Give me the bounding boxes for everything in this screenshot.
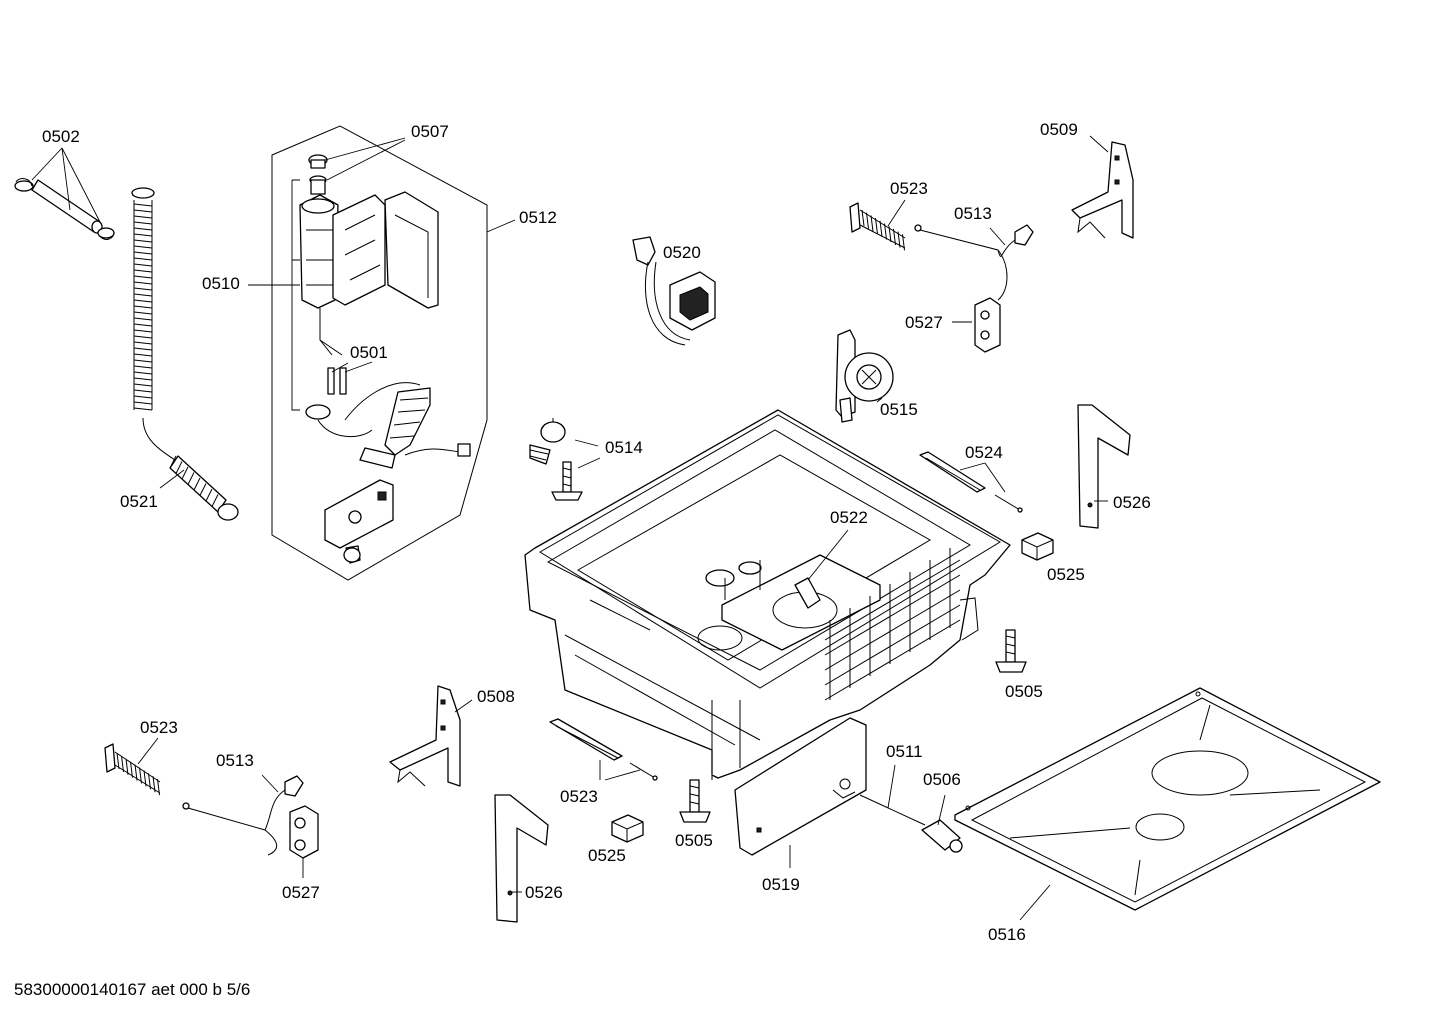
- label-0515: 0515: [880, 400, 918, 419]
- part-0521-drain-hose[interactable]: [131, 187, 239, 521]
- label-0509: 0509: [1040, 120, 1078, 139]
- part-0526-left-panel[interactable]: [494, 794, 549, 923]
- part-0524-rail[interactable]: [919, 451, 1023, 513]
- label-0505-right: 0505: [1005, 682, 1043, 701]
- label-0519: 0519: [762, 875, 800, 894]
- part-0505-right-screw[interactable]: [995, 629, 1027, 673]
- label-0510: 0510: [202, 274, 240, 293]
- part-0511-cable[interactable]: [859, 794, 926, 826]
- part-0501-sensor-leads[interactable]: [305, 308, 373, 438]
- label-0523-top: 0523: [890, 179, 928, 198]
- part-0523-mid-rail[interactable]: [549, 718, 658, 781]
- part-0525-right-block[interactable]: [1021, 532, 1054, 561]
- document-code-footer: 58300000140167 aet 000 b 5/6: [14, 980, 251, 999]
- part-0513-top-wire[interactable]: [914, 224, 1034, 301]
- part-0514-gear-screw[interactable]: [529, 418, 583, 501]
- label-0525-right: 0525: [1047, 565, 1085, 584]
- label-0502: 0502: [42, 127, 80, 146]
- part-0515-pump[interactable]: [835, 329, 894, 423]
- label-0512: 0512: [519, 208, 557, 227]
- label-0523-mid: 0523: [560, 787, 598, 806]
- label-0516: 0516: [988, 925, 1026, 944]
- group-0512-outline: [271, 125, 488, 581]
- part-0512-bracket[interactable]: [324, 479, 394, 564]
- part-0527-top-clip[interactable]: [974, 297, 1001, 353]
- label-0526-left: 0526: [525, 883, 563, 902]
- part-0523-top-spring[interactable]: [849, 202, 906, 251]
- part-0507-plugs[interactable]: [308, 154, 328, 195]
- part-0525-mid-block[interactable]: [611, 814, 644, 843]
- part-0527-left-clip[interactable]: [289, 805, 319, 859]
- part-0509-bracket[interactable]: [1071, 141, 1134, 239]
- label-0513-left: 0513: [216, 751, 254, 770]
- label-0522: 0522: [830, 508, 868, 527]
- part-0512-heater-hose[interactable]: [344, 382, 471, 469]
- part-0520-cable-switch[interactable]: [632, 236, 716, 346]
- part-0508-bracket[interactable]: [389, 685, 461, 787]
- label-0521: 0521: [120, 492, 158, 511]
- label-0511: 0511: [886, 742, 923, 761]
- part-0523-left-spring[interactable]: [104, 743, 161, 796]
- part-0505-mid-screw[interactable]: [679, 779, 711, 823]
- label-0526-right: 0526: [1113, 493, 1151, 512]
- label-0507: 0507: [411, 122, 449, 141]
- label-0513-top: 0513: [954, 204, 992, 223]
- label-0501: 0501: [350, 343, 388, 362]
- label-0506: 0506: [923, 770, 961, 789]
- label-0524: 0524: [965, 443, 1003, 462]
- part-0506-sensor[interactable]: [921, 819, 963, 853]
- label-0525-mid: 0525: [588, 846, 626, 865]
- part-0502-sleeve-clamps[interactable]: [14, 178, 115, 240]
- part-0526-right-panel[interactable]: [1077, 404, 1131, 529]
- part-number-labels: 0502 0507 0512 0510 0501 0521 0520 0523 …: [42, 120, 1151, 944]
- part-0516-base-plate[interactable]: [954, 687, 1381, 911]
- label-0508: 0508: [477, 687, 515, 706]
- part-0522-base-tub[interactable]: [524, 409, 1011, 780]
- label-0520: 0520: [663, 243, 701, 262]
- label-0527-top: 0527: [905, 313, 943, 332]
- part-0513-left-wire[interactable]: [182, 775, 304, 856]
- label-0523-left: 0523: [140, 718, 178, 737]
- label-0505-mid: 0505: [675, 831, 713, 850]
- part-0519-front-plate[interactable]: [734, 717, 867, 856]
- label-0514: 0514: [605, 438, 643, 457]
- label-0527-left: 0527: [282, 883, 320, 902]
- part-0510-flowmeter-housing[interactable]: [299, 191, 439, 309]
